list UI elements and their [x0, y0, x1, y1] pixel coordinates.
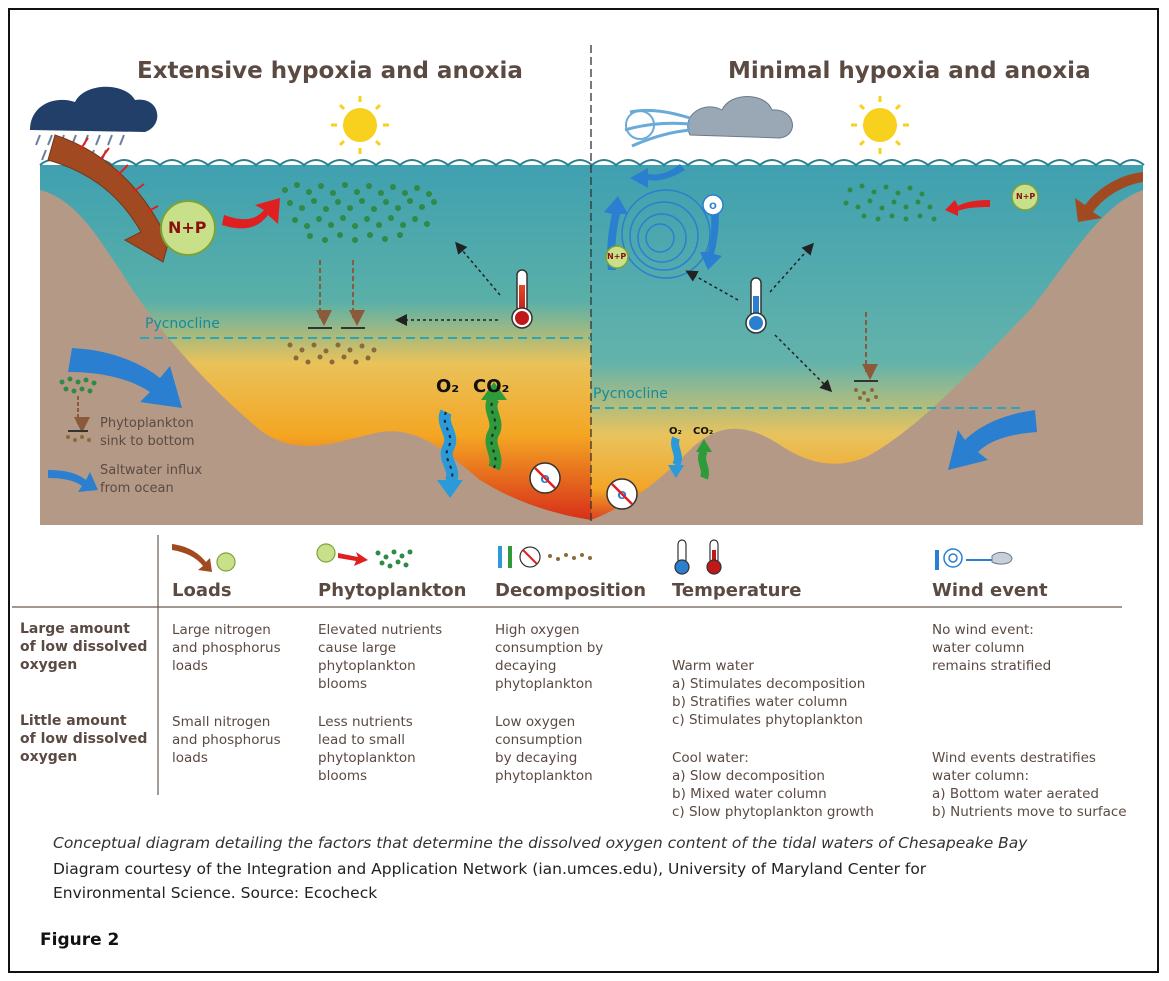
co2-label-right: CO₂ [693, 426, 713, 437]
cell-little-decomposition: Low oxygenconsumptionby decayingphytopla… [495, 713, 593, 785]
decomposition-header-icon [500, 546, 592, 568]
right-panel-title: Minimal hypoxia and anoxia [728, 58, 1091, 84]
loads-icon [172, 544, 235, 572]
no-oxygen-icon-left: O [530, 463, 560, 493]
pycnocline-label-left: Pycnocline [145, 316, 220, 332]
header-loads: Loads [172, 580, 232, 601]
cell-large-decomposition: High oxygenconsumption bydecayingphytopl… [495, 621, 603, 693]
row-label-large: Large amountof low dissolvedoxygen [20, 620, 147, 674]
np-label-mixed: N+P [607, 252, 626, 261]
left-panel-title: Extensive hypoxia and anoxia [137, 58, 523, 84]
rain-cloud-icon [30, 87, 157, 160]
cell-little-wind: Wind events destratifieswater column: a)… [932, 713, 1127, 839]
no-oxygen-icon-right: O [607, 479, 637, 509]
figure-caption: Conceptual diagram detailing the factors… [53, 834, 1027, 852]
credit-line-1: Diagram courtesy of the Integration and … [53, 860, 926, 878]
cell-large-loads: Large nitrogenand phosphorusloads [172, 621, 281, 675]
cell-large-phytoplankton: Elevated nutrientscause largephytoplankt… [318, 621, 442, 693]
header-phytoplankton: Phytoplankton [318, 580, 466, 601]
svg-text:O: O [709, 202, 717, 212]
figure-label: Figure 2 [40, 930, 119, 950]
credit-line-2: Environmental Science. Source: Ecocheck [53, 884, 377, 902]
legend-phytoplankton-sink: Phytoplankton sink to bottom [100, 415, 195, 451]
cell-large-wind: No wind event:water columnremains strati… [932, 621, 1051, 675]
o2-label-left: O₂ [436, 376, 459, 397]
cell-little-temperature: Cool water: a) Slow decomposition b) Mix… [672, 713, 874, 839]
cell-little-phytoplankton: Less nutrientslead to smallphytoplankton… [318, 713, 416, 785]
legend-saltwater-influx: Saltwater influx from ocean [100, 462, 202, 498]
np-label-right: N+P [1016, 192, 1035, 201]
phytoplankton-header-icon [317, 544, 413, 569]
header-decomposition: Decomposition [495, 580, 646, 601]
wind-cloud-icon [625, 97, 792, 147]
np-label-left: N+P [168, 218, 207, 237]
oxygen-bubble-right: O [703, 195, 723, 215]
o2-label-right: O₂ [669, 426, 682, 437]
row-label-little: Little amountof low dissolvedoxygen [20, 712, 147, 766]
sun-icon-right [851, 96, 909, 154]
wind-event-header-icon [937, 549, 1012, 570]
temperature-header-icon [675, 540, 721, 574]
header-wind-event: Wind event [932, 580, 1048, 601]
sun-icon-left [331, 96, 389, 154]
cell-little-loads: Small nitrogenand phosphorusloads [172, 713, 281, 767]
header-temperature: Temperature [672, 580, 801, 601]
pycnocline-label-right: Pycnocline [593, 386, 668, 402]
co2-label-left: CO₂ [473, 376, 509, 397]
